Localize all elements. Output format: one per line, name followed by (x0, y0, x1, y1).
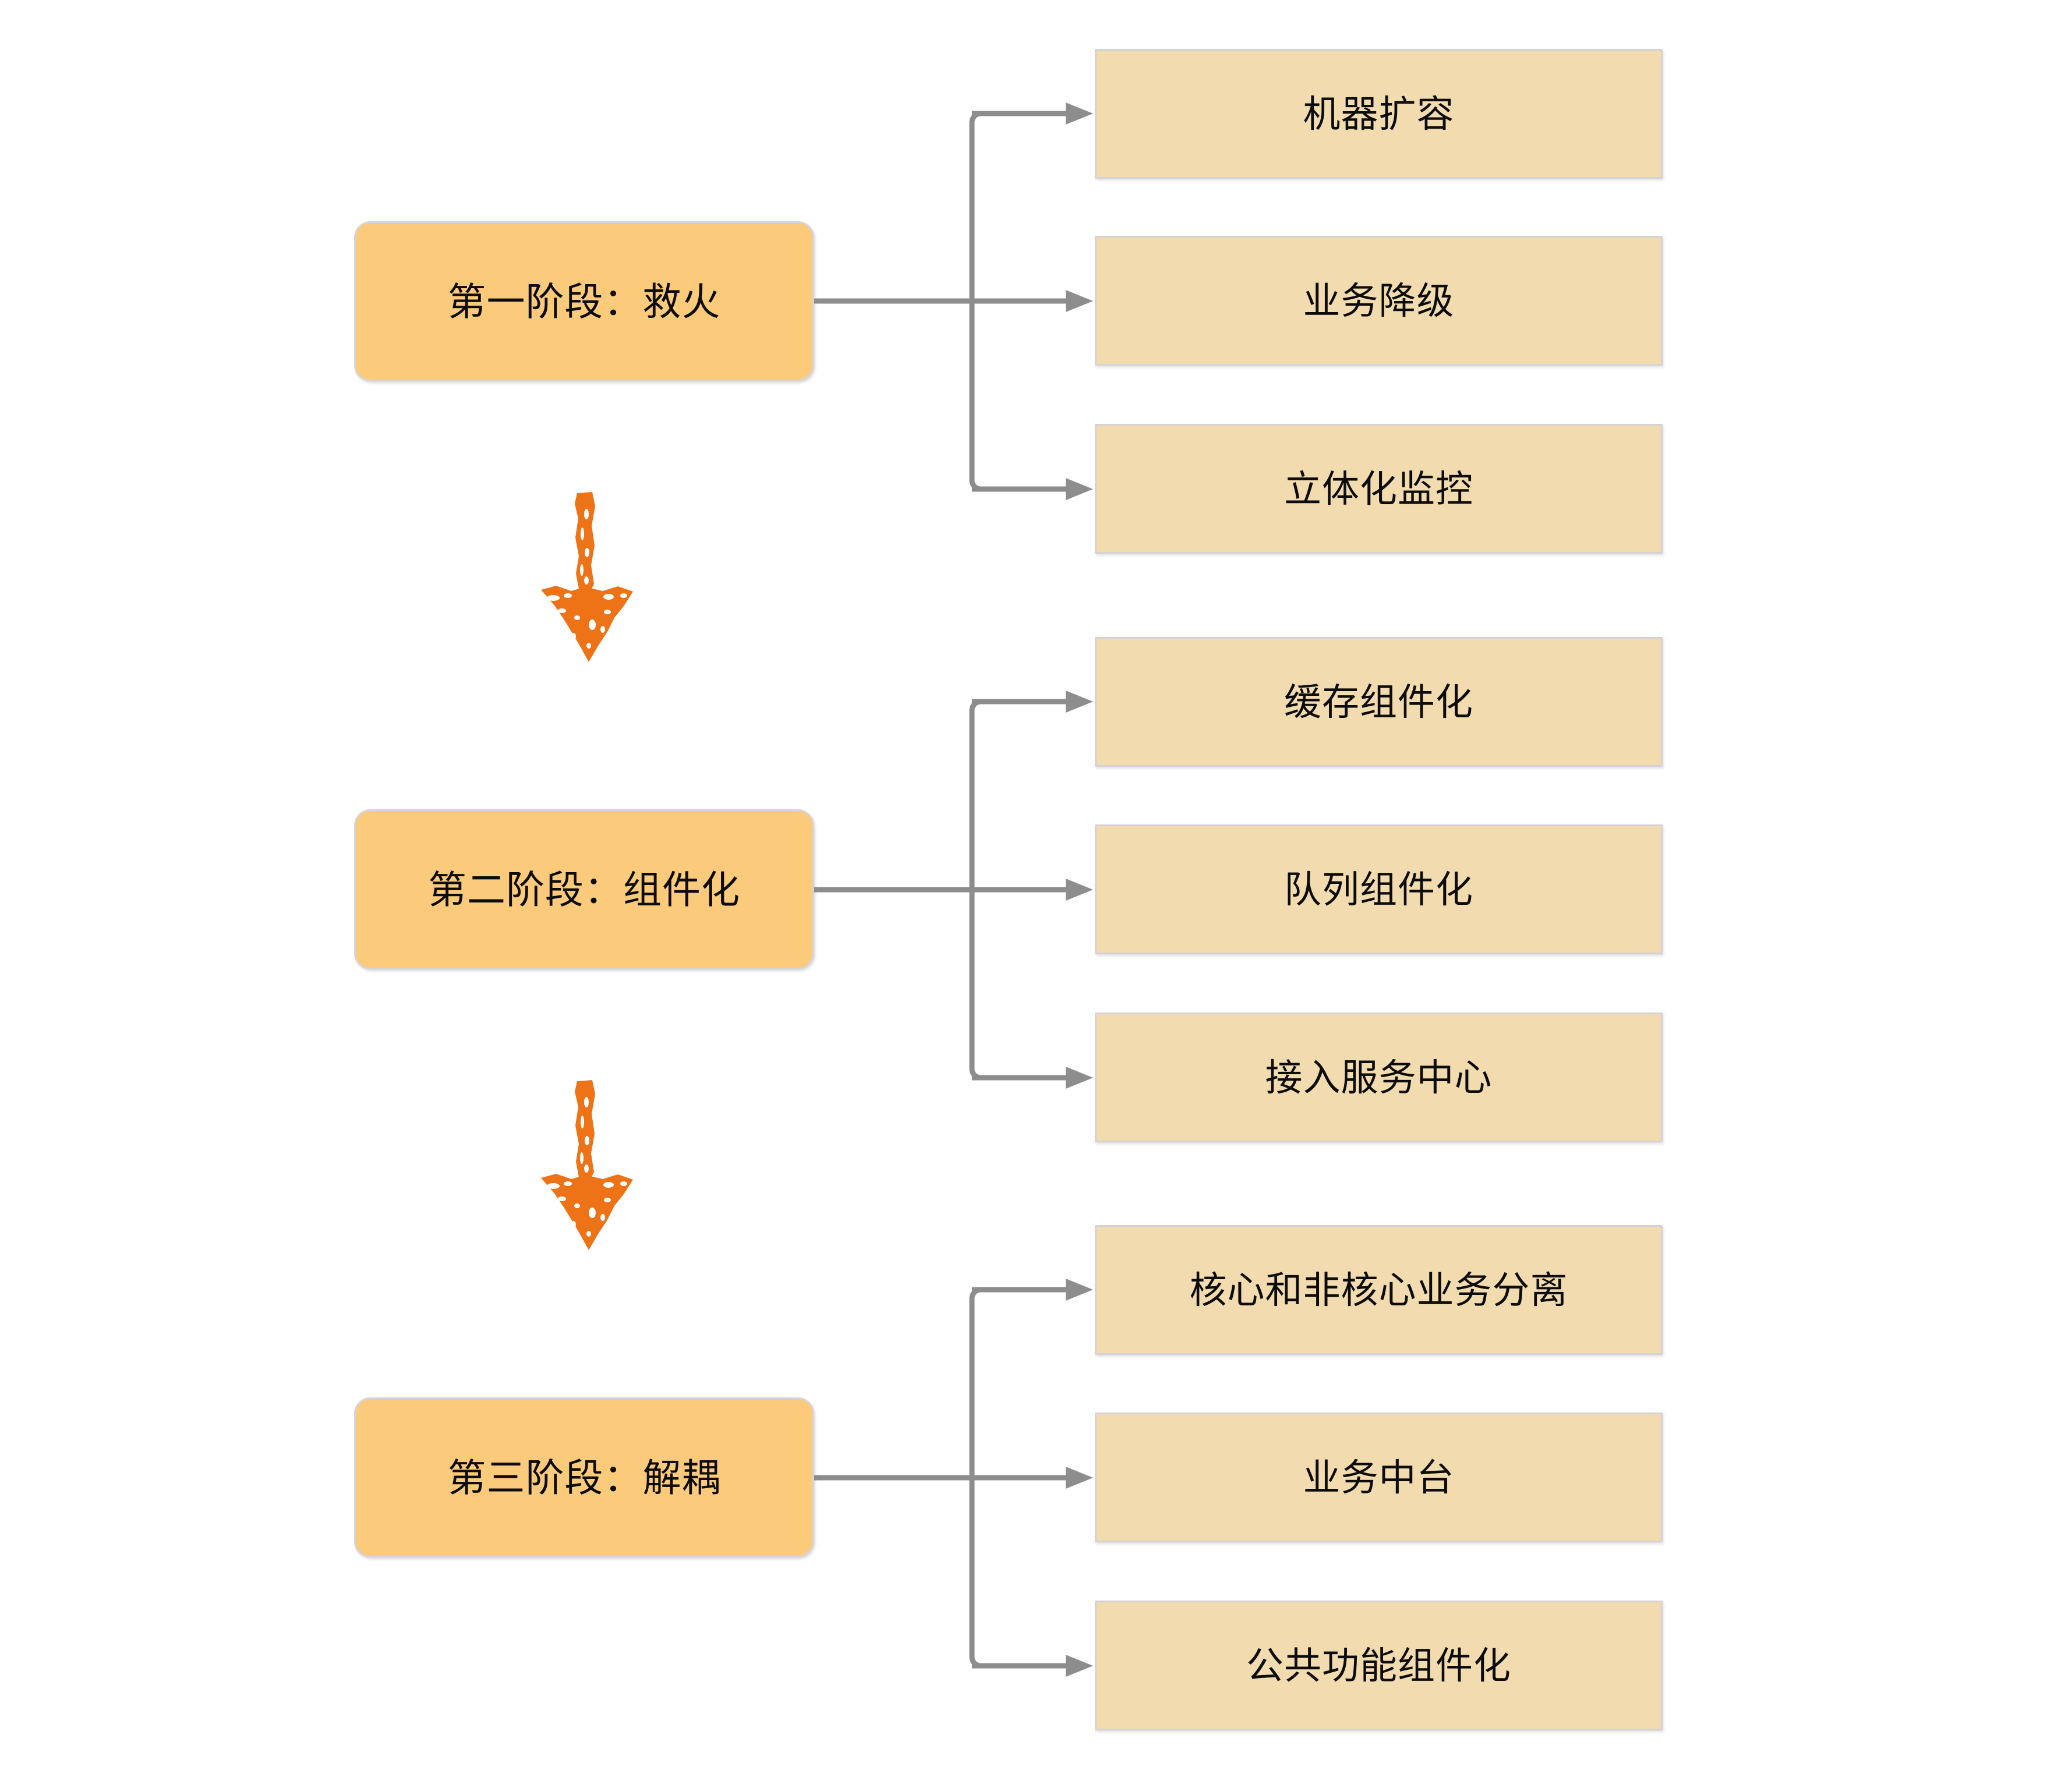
flow-arrow-1-to-2 (521, 492, 658, 667)
stage-2-task-3-box[interactable]: 接入服务中心 (1095, 1013, 1663, 1142)
stage-2-task-1-label: 缓存组件化 (1284, 681, 1473, 723)
stage-1-task-2-box[interactable]: 业务降级 (1095, 236, 1663, 366)
stage-3-task-1-label: 核心和非核心业务分离 (1189, 1269, 1568, 1311)
arrowhead-stage-1-branch-1 (1066, 102, 1093, 125)
stage-1-task-3-label: 立体化监控 (1284, 468, 1473, 510)
arrowhead-stage-3-branch-1 (1066, 1279, 1093, 1301)
stage-3-task-3-label: 公共功能组件化 (1246, 1644, 1511, 1687)
arrowhead-stage-2-branch-2 (1066, 879, 1093, 901)
stage-1-task-1-label: 机器扩容 (1303, 93, 1455, 135)
arrowhead-stage-3-branch-2 (1066, 1467, 1093, 1489)
stage-3-task-1-box[interactable]: 核心和非核心业务分离 (1095, 1225, 1663, 1355)
stage-2-box[interactable]: 第二阶段：组件化 (354, 809, 814, 969)
stage-2-task-3-label: 接入服务中心 (1265, 1056, 1493, 1099)
flow-arrow-2-to-3 (521, 1080, 658, 1255)
stage-3-task-3-box[interactable]: 公共功能组件化 (1095, 1601, 1663, 1730)
connector-stage-2-trunk (969, 699, 990, 1081)
stage-2-task-1-box[interactable]: 缓存组件化 (1095, 637, 1663, 767)
stage-3-box[interactable]: 第三阶段：解耦 (354, 1397, 814, 1557)
stage-1-task-2-label: 业务降级 (1303, 279, 1455, 322)
stage-2-label: 第二阶段：组件化 (428, 868, 740, 911)
connector-stage-1-trunk (969, 111, 990, 492)
arrowhead-stage-1-branch-2 (1066, 290, 1093, 312)
stage-1-box[interactable]: 第一阶段：救火 (354, 221, 814, 381)
stage-3-label: 第三阶段：解耦 (447, 1456, 721, 1499)
down-arrow-icon (541, 492, 633, 662)
stage-3-task-2-box[interactable]: 业务中台 (1095, 1413, 1663, 1542)
arrowhead-stage-1-branch-3 (1066, 478, 1093, 500)
arrowhead-stage-3-branch-3 (1066, 1655, 1093, 1677)
stage-2-task-2-box[interactable]: 队列组件化 (1095, 824, 1663, 954)
stage-2-task-2-label: 队列组件化 (1284, 868, 1473, 911)
stage-3-task-2-label: 业务中台 (1303, 1456, 1455, 1499)
arrowhead-stage-2-branch-3 (1066, 1067, 1093, 1089)
stage-1-task-3-box[interactable]: 立体化监控 (1095, 424, 1663, 554)
stage-1-task-1-box[interactable]: 机器扩容 (1095, 49, 1663, 179)
connector-stage-3-trunk (969, 1287, 990, 1669)
stage-1-label: 第一阶段：救火 (447, 279, 721, 323)
down-arrow-icon (541, 1080, 633, 1250)
arrowhead-stage-2-branch-1 (1066, 691, 1093, 713)
